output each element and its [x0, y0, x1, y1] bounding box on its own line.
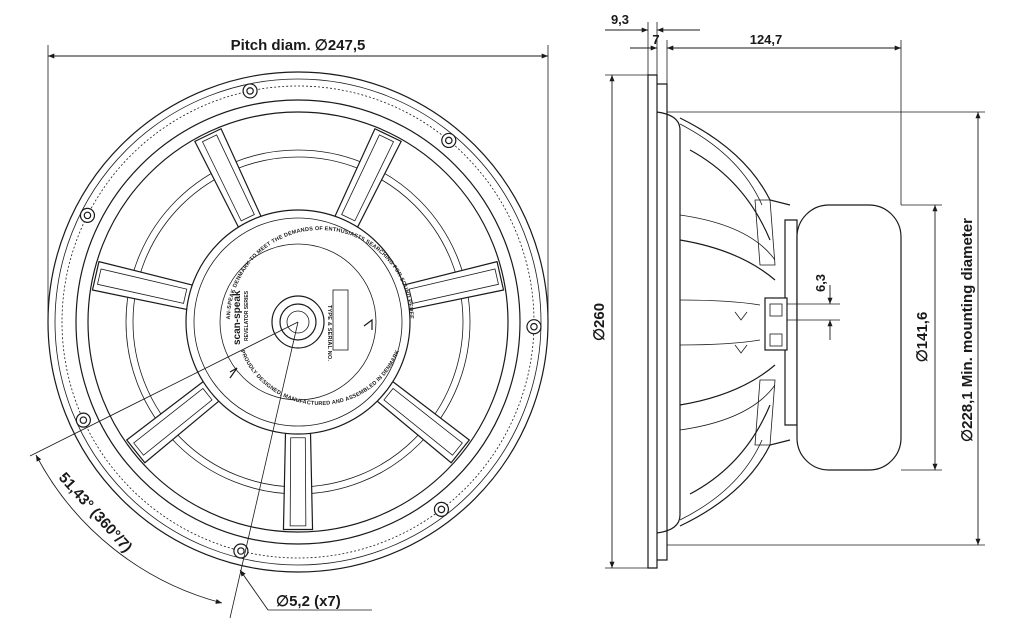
mounting-hole — [83, 211, 92, 220]
mounting-hole-boss — [242, 83, 258, 99]
frame-ring — [75, 99, 521, 545]
basket-spoke-inner — [289, 437, 307, 527]
gasket — [657, 83, 668, 561]
basket-leg-upper-curve — [679, 214, 776, 261]
frame-outer-rim — [47, 71, 549, 573]
hole-angle-label: 51,43° (360°/7) — [55, 469, 135, 556]
pitch-diameter-label: Pitch diam. ∅247,5 — [231, 37, 366, 54]
cone-lip — [656, 111, 681, 534]
basket-leg-bottom — [679, 439, 791, 527]
basket-leg-center-down — [679, 339, 761, 346]
basket-spoke — [376, 380, 471, 464]
basket-leg-top-3 — [689, 149, 771, 241]
pole-piece-mid — [279, 303, 317, 341]
strut-lower — [754, 379, 776, 446]
mounting-hole — [444, 136, 453, 145]
side-top-dimensions: 9,3 7 124,7 — [605, 12, 902, 205]
hole-size-callout: ∅5,2 (x7) — [239, 569, 372, 611]
flange-offset-label: 7 — [652, 32, 659, 47]
basket-leg-mid-down — [679, 364, 776, 406]
basket-spoke — [282, 432, 314, 531]
mounting-holes — [75, 83, 542, 559]
mounting-hole-boss — [75, 412, 91, 428]
mounting-hole — [79, 416, 88, 424]
mounting-hole-boss — [79, 207, 96, 223]
terminal-spacing-dimension: 6,3 — [787, 274, 840, 340]
mounting-hole — [530, 322, 538, 331]
magnet-ring-inner — [193, 217, 403, 427]
pole-piece-outer — [271, 295, 325, 349]
flange — [647, 74, 658, 569]
hole-size-label: ∅5,2 (x7) — [276, 593, 341, 610]
brand-logo: scan-speak REVELATOR SERIES — [232, 290, 250, 345]
terminal-plus — [769, 303, 783, 317]
terminal-tab-2 — [734, 344, 748, 354]
svg-text:REVELATOR SERIES: REVELATOR SERIES — [244, 290, 250, 341]
magnet-diameter-dimension: ∅141,6 — [901, 204, 942, 471]
magnet-body — [796, 204, 902, 471]
basket-leg-mid-up — [679, 239, 776, 281]
mounting-hole-boss — [433, 501, 450, 518]
basket-spokes — [91, 127, 505, 531]
logo-chevron-icon — [229, 367, 238, 379]
outer-diameter-dimension: ∅260 — [591, 74, 648, 569]
mounting-diameter-label: ∅228,1 Min. mounting diameter — [959, 218, 976, 442]
depth-label: 124,7 — [750, 32, 783, 47]
frame-rim-inner — [54, 78, 542, 566]
basket-leg-top-2 — [679, 123, 763, 206]
basket-spoke-inner — [408, 268, 499, 304]
basket-spoke-inner — [97, 268, 188, 304]
svg-text:scan-speak: scan-speak — [232, 290, 243, 345]
basket-leg-bottom-3 — [689, 404, 771, 495]
terminal-block — [764, 297, 788, 351]
mounting-hole — [437, 505, 446, 514]
side-view — [647, 74, 902, 569]
basket-outer-ring — [87, 111, 509, 533]
mounting-hole-boss — [526, 319, 542, 335]
basket-spoke — [125, 380, 220, 464]
basket-leg-top — [679, 117, 791, 206]
serial-chevron-icon — [363, 318, 373, 330]
basket-spoke-inner — [383, 387, 463, 456]
basket-spoke-inner — [201, 134, 255, 222]
magnet-diameter-label: ∅141,6 — [914, 312, 931, 363]
mounting-hole-boss — [233, 543, 249, 559]
basket-spoke-inner — [341, 134, 395, 222]
basket-leg-center-up — [679, 299, 761, 306]
terminal-tab-1 — [734, 311, 748, 321]
basket-leg-bottom-2 — [679, 439, 763, 521]
terminal-minus — [769, 333, 783, 347]
strut-upper — [754, 199, 776, 266]
mounting-diameter-dimension: ∅228,1 Min. mounting diameter — [667, 111, 985, 546]
basket-spoke — [194, 127, 262, 228]
label-plate — [219, 243, 377, 401]
pitch-diameter-dimension: Pitch diam. ∅247,5 — [47, 37, 549, 320]
serial-label: TYPE & SERIAL NO. — [326, 305, 332, 361]
outer-diameter-label: ∅260 — [591, 303, 608, 341]
serial-plate — [332, 289, 349, 351]
terminal-spacing-label: 6,3 — [813, 274, 828, 292]
mounting-hole — [246, 87, 254, 95]
mounting-hole-boss — [441, 132, 457, 149]
flange-thickness-label: 9,3 — [611, 12, 629, 27]
basket-leg-lower-curve — [679, 384, 776, 431]
pole-vent — [286, 310, 310, 334]
mounting-hole — [237, 547, 245, 555]
svg-text:TYPE & SERIAL NO.: TYPE & SERIAL NO. — [326, 305, 332, 361]
basket-spoke-inner — [133, 387, 213, 456]
basket-spoke — [334, 127, 402, 228]
